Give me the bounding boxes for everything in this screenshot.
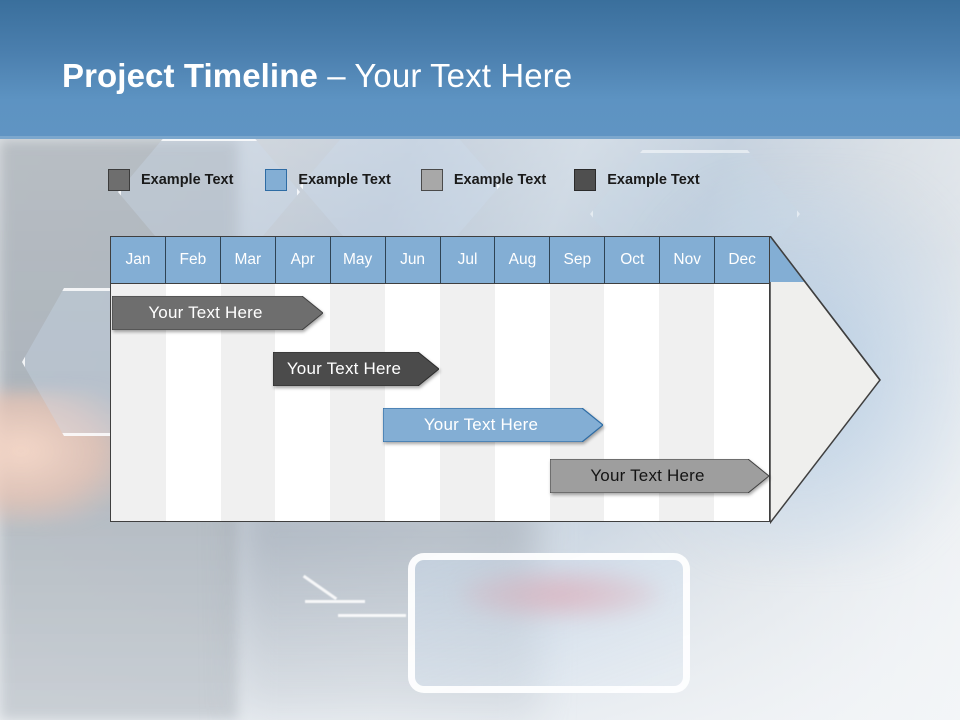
legend-swatch-icon-2: [265, 169, 288, 191]
column-band-feb: [165, 237, 221, 521]
month-header-may[interactable]: May: [330, 237, 386, 283]
task-bar-4-label: Your Text Here: [590, 466, 705, 485]
page-title-light: Your Text Here: [354, 57, 573, 94]
month-header-row: Jan Feb Mar Apr May Jun Jul Aug Sep Oct …: [111, 237, 770, 284]
legend-item-2[interactable]: Example Text: [265, 169, 391, 191]
column-band-aug: [494, 237, 550, 521]
task-bar-1-label: Your Text Here: [148, 303, 263, 322]
month-header-jan[interactable]: Jan: [111, 237, 166, 283]
month-header-oct[interactable]: Oct: [605, 237, 661, 283]
page-title-bold: Project Timeline: [62, 57, 318, 94]
month-header-sep[interactable]: Sep: [550, 237, 606, 283]
legend-label-3: Example Text: [453, 172, 547, 188]
page-title-separator: –: [317, 57, 355, 94]
task-bar-3-shape: [383, 408, 603, 442]
month-header-apr[interactable]: Apr: [275, 237, 331, 283]
month-header-jun[interactable]: Jun: [385, 237, 441, 283]
month-header-jul[interactable]: Jul: [440, 237, 496, 283]
task-bar-1[interactable]: Your Text Here: [112, 296, 323, 330]
task-bar-3[interactable]: Your Text Here: [383, 408, 603, 442]
background-red-glow: [460, 568, 660, 620]
background-circuit-line-2: [305, 600, 365, 603]
legend-item-1[interactable]: Example Text: [108, 169, 233, 191]
column-band-jan: [111, 237, 166, 521]
month-header-mar[interactable]: Mar: [220, 237, 276, 283]
month-header-dec[interactable]: Dec: [715, 237, 770, 283]
month-header-aug[interactable]: Aug: [495, 237, 551, 283]
legend: Example Text Example Text Example Text E…: [108, 169, 728, 191]
legend-swatch-icon-4: [574, 169, 597, 191]
legend-label-4: Example Text: [607, 172, 700, 188]
legend-swatch-icon-3: [420, 169, 443, 191]
legend-label-1: Example Text: [141, 172, 234, 188]
background-screen-frame: [408, 553, 690, 693]
task-bar-4-shape: [550, 459, 769, 493]
month-header-feb[interactable]: Feb: [165, 237, 221, 283]
legend-item-3[interactable]: Example Text: [420, 169, 547, 191]
task-bar-2-shape: [273, 352, 439, 386]
task-bar-4[interactable]: Your Text Here: [550, 459, 769, 493]
task-bar-3-label: Your Text Here: [423, 415, 539, 434]
task-bar-2[interactable]: Your Text Here: [273, 352, 439, 386]
title-bar: Project Timeline – Your Text Here: [0, 0, 960, 139]
task-bar-2-label: Your Text Here: [286, 359, 402, 378]
page-title: Project Timeline – Your Text Here: [62, 57, 572, 95]
legend-item-4[interactable]: Example Text: [574, 169, 700, 191]
task-bar-1-shape: [112, 296, 323, 330]
background-circuit-line-3: [338, 614, 406, 617]
column-band-jul: [439, 237, 495, 521]
month-header-nov[interactable]: Nov: [660, 237, 716, 283]
legend-swatch-icon-1: [108, 169, 130, 191]
legend-label-2: Example Text: [298, 172, 391, 188]
column-band-mar: [220, 237, 276, 521]
